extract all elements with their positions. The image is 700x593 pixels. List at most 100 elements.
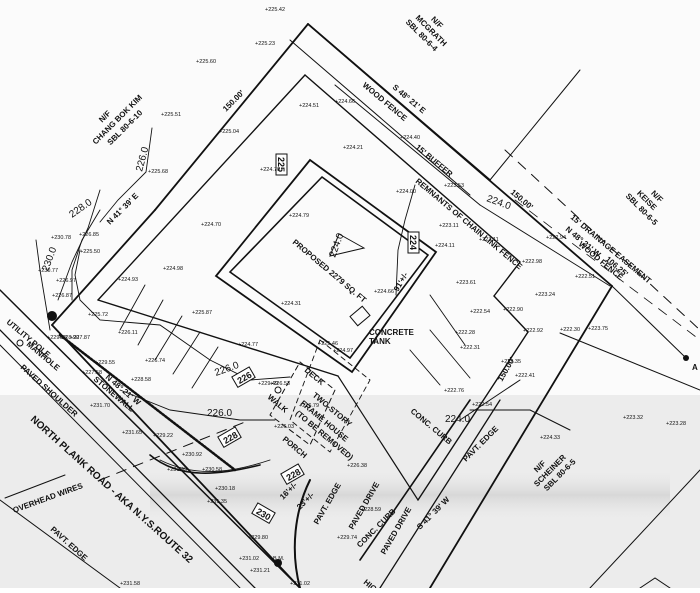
svg-text:224: 224 <box>408 235 418 250</box>
spot-elevation: +222.28 <box>455 330 475 336</box>
a-label: A <box>692 363 698 372</box>
spot-elevation: +229.34 <box>47 335 67 341</box>
spot-elevation: +223.28 <box>666 421 686 427</box>
setback-lines <box>97 74 529 501</box>
spot-elevation: +222.98 <box>522 259 542 265</box>
spot-elevation: +226.74 <box>145 358 165 364</box>
spot-elevation: +222.35 <box>501 359 521 365</box>
corner-mark <box>639 577 671 589</box>
spot-elevation: +227.87 <box>70 335 90 341</box>
spot-elevation: +222.30 <box>560 327 580 333</box>
spot-elevation: +223.11 <box>439 223 459 229</box>
spot-elevation: +225.23 <box>255 41 275 47</box>
spot-elevation: +226.03 <box>274 424 294 430</box>
road-lines <box>0 289 301 589</box>
spot-elevation: +225.42 <box>265 7 285 13</box>
spot-elevation: +230.78 <box>51 235 71 241</box>
spot-elevation: +222.54 <box>470 309 490 315</box>
spot-elevation: +224.40 <box>400 135 420 141</box>
ne-property-line <box>489 69 581 181</box>
spot-elevation: +225.51 <box>161 112 181 118</box>
spot-elevation: +226.53 <box>270 381 290 387</box>
spot-elevation: +229.49 <box>258 381 278 387</box>
spot-elevation: +224.51 <box>299 103 319 109</box>
spot-elevation: +226.38 <box>347 463 367 469</box>
spot-elevation: +231.49 <box>167 467 187 473</box>
length-nw: 150.00' <box>221 88 246 113</box>
septic-hatch <box>119 284 471 389</box>
spot-elevation: +224.66 <box>335 99 355 105</box>
contour-224-s-label: 224.0 <box>445 414 470 425</box>
paved-drive-lines <box>359 379 571 589</box>
bm-label: B.M. <box>273 556 285 562</box>
spot-elevation: +223.11 <box>479 237 499 243</box>
spot-elevation: +225.04 <box>219 129 239 135</box>
spot-elevation: +223.53 <box>444 183 464 189</box>
chain-link-label: REMNANTS OF CHAIN LINK FENCE <box>414 177 525 272</box>
wood-fence-line <box>289 23 611 287</box>
contour-box-224: 224 <box>407 231 420 254</box>
spot-elevation: +228.58 <box>131 377 151 383</box>
spot-elevation: +225.87 <box>192 310 212 316</box>
spot-elevation: +225.68 <box>148 169 168 175</box>
spot-elevation: +224.70 <box>260 167 280 173</box>
spot-elevation: +223.61 <box>456 280 476 286</box>
contour-228-label: 228.0 <box>67 197 94 221</box>
drainage-easement-line <box>504 149 700 341</box>
spot-elevation: +224.11 <box>435 243 455 249</box>
spot-elevations: +225.42 +225.23 +225.60 +225.51 +225.04 +225.… <box>38 7 686 587</box>
spot-elevation: +224.77 <box>238 342 258 348</box>
spot-elevation: +222.31 <box>460 345 480 351</box>
spot-elevation: +229.74 <box>337 535 357 541</box>
se-neighbor-line <box>589 469 700 589</box>
buffer-label: 15' BUFFER <box>414 143 455 179</box>
contour-box-225: 225 <box>275 153 288 176</box>
spot-elevation: +225.72 <box>88 312 108 318</box>
monument-marker <box>683 355 689 361</box>
spot-elevation: +226.97 <box>56 278 76 284</box>
driveway-edge <box>293 479 311 589</box>
spot-elevation: +224.33 <box>540 435 560 441</box>
spot-elevation: +222.90 <box>503 307 523 313</box>
spot-elevation: +225.60 <box>196 59 216 65</box>
spot-elevation: +228.59 <box>361 507 381 513</box>
spot-elevation: +223.24 <box>535 292 555 298</box>
spot-elevation: +222.76 <box>444 388 464 394</box>
spot-elevation: +226.11 <box>118 330 138 336</box>
spot-elevation: +226.87 <box>52 293 72 299</box>
spot-elevation: +231.70 <box>90 403 110 409</box>
spot-elevation: +227.58 <box>82 370 102 376</box>
driveway-curve <box>149 454 261 474</box>
spot-elevation: +223.75 <box>588 326 608 332</box>
concrete-tank-label-2: TANK <box>369 337 391 346</box>
stonewall-line <box>58 333 237 472</box>
east-line <box>611 285 687 359</box>
spot-elevation: +231.58 <box>120 581 140 587</box>
spot-elevation: +230.92 <box>182 452 202 458</box>
scan-band <box>150 470 670 520</box>
spot-elevation: +226.79 <box>299 403 319 409</box>
spot-elevation: +224.66 <box>374 289 394 295</box>
spot-elevation: +231.65 <box>122 430 142 436</box>
spot-elevation: +224.93 <box>118 277 138 283</box>
neighbor-keise: N/F KEISE SBL 80-6-5 <box>624 189 665 228</box>
spot-elevation: +231.21 <box>250 568 270 574</box>
neighbor-chang-bok-kim: N/F CHANG BOK KIM SBL 80-6-10 <box>91 93 145 147</box>
utility-pole-marker <box>47 311 57 321</box>
spot-elevation: +230.18 <box>215 486 235 492</box>
manhole-marker <box>16 339 24 347</box>
sightline <box>559 332 700 391</box>
spot-elevation: +229.55 <box>95 360 115 366</box>
svg-text:225: 225 <box>276 157 286 172</box>
concrete-tank-outline <box>349 305 371 327</box>
concrete-tank-label: CONCRETE <box>369 328 415 337</box>
spot-elevation: +224.70 <box>201 222 221 228</box>
spot-elevation: +222.51 <box>575 274 595 280</box>
proposed-building <box>214 158 438 374</box>
spot-elevation: +222.92 <box>523 328 543 334</box>
spot-elevation: +228.90 <box>59 335 79 341</box>
spot-elevation: +229.22 <box>153 433 173 439</box>
spot-elevation: +230.77 <box>38 268 58 274</box>
